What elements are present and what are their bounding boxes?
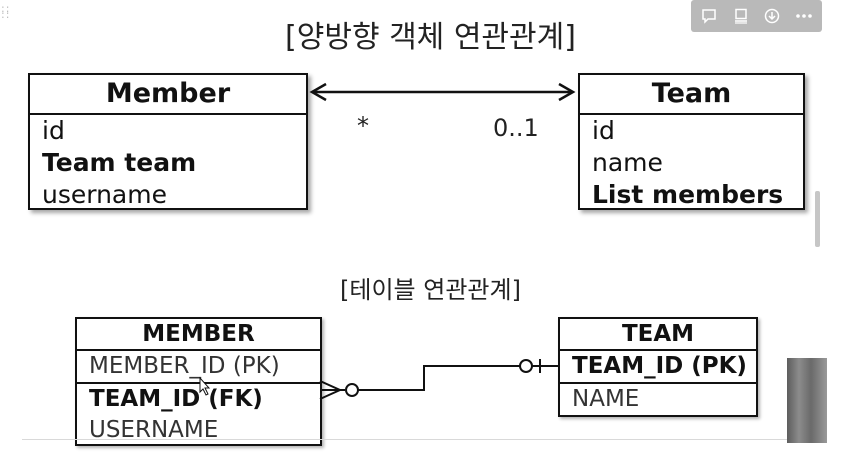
team-field-name: name (592, 148, 663, 177)
team-field-id: id (592, 116, 615, 145)
team-class-box: Team id name List members (578, 73, 805, 210)
team-table-name: TEAM (560, 319, 756, 351)
member-multiplicity: * (357, 112, 369, 140)
bidirectional-association-arrow (309, 82, 576, 102)
member-class-box: Member id Team team username (28, 73, 308, 210)
note-icon[interactable] (729, 4, 753, 28)
more-icon[interactable] (792, 4, 816, 28)
member-table-box: MEMBER MEMBER_ID (PK) TEAM_ID (FK) USERN… (75, 317, 322, 446)
member-field-username: username (42, 180, 167, 209)
team-multiplicity: 0..1 (493, 114, 539, 142)
table-association-title: [테이블 연관관계] (340, 276, 521, 304)
team-class-name: Team (580, 75, 803, 115)
comment-icon[interactable] (697, 4, 721, 28)
member-fk-column: TEAM_ID (FK) (77, 382, 320, 415)
drag-handle-icon[interactable]: :::: (1, 2, 11, 21)
member-table-name: MEMBER (77, 319, 320, 351)
vertical-scrollbar[interactable] (815, 191, 820, 247)
toolbar (691, 0, 822, 32)
side-image-edge (787, 358, 827, 443)
member-field-id: id (42, 116, 65, 145)
team-name-column: NAME (560, 382, 756, 415)
team-pk-column: TEAM_ID (PK) (572, 353, 747, 379)
member-class-name: Member (30, 75, 306, 115)
member-field-team: Team team (42, 148, 197, 177)
foreign-key-relationship-line (319, 359, 558, 400)
team-field-members: List members (592, 180, 784, 209)
team-table-box: TEAM TEAM_ID (PK) NAME (558, 317, 758, 417)
object-association-title: [양방향 객체 연관관계] (285, 20, 576, 55)
member-pk-column: MEMBER_ID (PK) (89, 353, 280, 379)
bottom-divider (22, 439, 792, 440)
download-icon[interactable] (760, 4, 784, 28)
member-username-column: USERNAME (89, 417, 219, 443)
mouse-cursor-icon (199, 376, 211, 396)
